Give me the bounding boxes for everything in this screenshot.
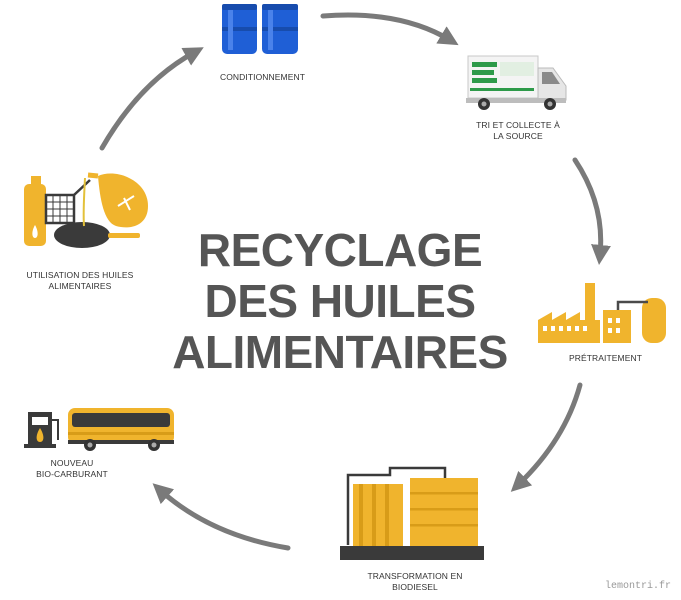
bus-icon [24,408,174,451]
cooking-oil-icon [24,172,148,248]
title-line-2: DES HUILES [204,275,476,327]
step-label-transformation: TRANSFORMATION EN BIODIESEL [367,571,463,592]
watermark: lemontri.fr [604,581,671,592]
arrow-conditionnement-to-collecte [320,12,459,46]
step-label-conditionnement: CONDITIONNEMENT [219,72,306,82]
barrels-icon [222,4,298,54]
arrow-transformation-to-biocarburant [152,483,291,551]
title-line-1: RECYCLAGE [197,224,483,276]
arrow-collecte-to-pretraitement [572,157,611,265]
step-label-tri-collecte: TRI ET COLLECTE À LA SOURCE [476,120,560,141]
step-label-pretraitement: PRÉTRAITEMENT [568,353,643,363]
truck-icon [466,55,567,110]
arrow-pretraitement-to-transformation [510,382,583,492]
tanks-icon [340,466,484,560]
step-label-utilisation: UTILISATION DES HUILES ALIMENTAIRES [26,270,134,291]
step-label-biocarburant: NOUVEAU BIO-CARBURANT [36,458,108,479]
title-line-3: ALIMENTAIRES [172,326,508,378]
factory-icon [538,283,666,343]
arrow-utilisation-to-conditionnement [99,47,204,151]
diagram-title: RECYCLAGE DES HUILES ALIMENTAIRES [170,225,510,378]
